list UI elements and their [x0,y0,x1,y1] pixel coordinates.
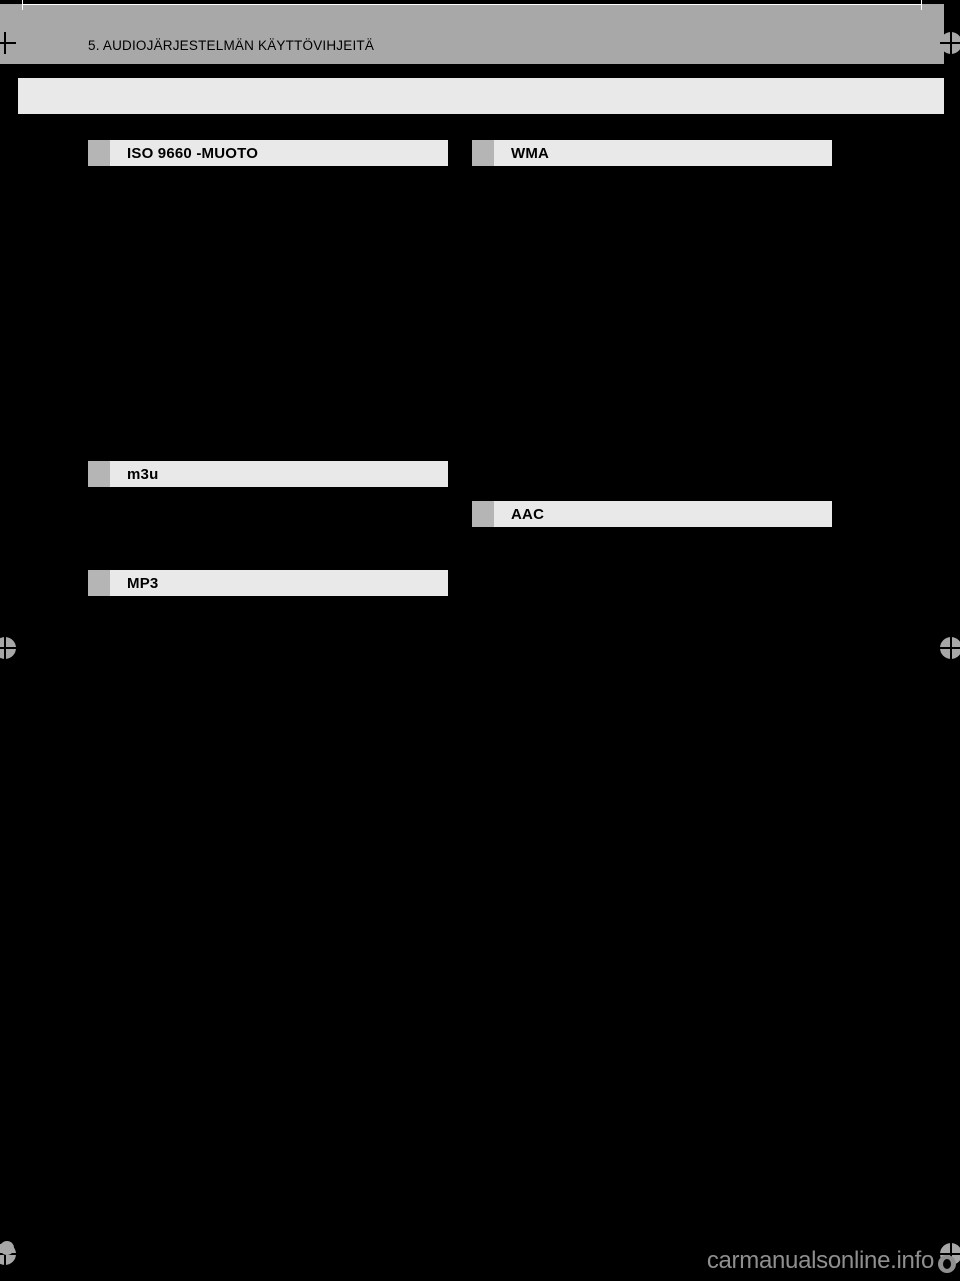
watermark-logo-icon [938,1255,956,1273]
section-body-mp3 [88,596,448,816]
section-marker-square-icon [88,570,110,596]
section-heading-aac: AAC [472,501,832,527]
section-marker-square-icon [472,501,494,527]
section-heading-m3u: m3u [88,461,448,487]
section-marker-square-icon [88,140,110,166]
subheader-band [18,78,944,114]
registration-mark-top-left-icon [0,32,16,54]
registration-mark-middle-left-icon [0,637,16,659]
watermark-text: carmanualsonline.info [706,1247,934,1274]
top-trim-hairline [22,4,922,5]
section-heading-wma: WMA [472,140,832,166]
section-body-aac [472,527,832,747]
section-heading-label: ISO 9660 -MUOTO [110,140,448,166]
registration-mark-top-right-icon [940,32,960,54]
section-heading-label: MP3 [110,570,448,596]
registration-mark-middle-right-icon [940,637,960,659]
section-body-wma [472,166,832,501]
content-column-right: WMA AAC [472,140,832,747]
section-heading-label: WMA [494,140,832,166]
crop-nick-left-icon [22,0,23,10]
crop-mark-bottom-left-icon [0,1241,14,1255]
chapter-title: 5. AUDIOJÄRJESTELMÄN KÄYTTÖVIHJEITÄ [88,38,375,53]
crop-nick-right-icon [921,0,922,10]
section-heading-label: AAC [494,501,832,527]
top-trim-bar [0,0,944,4]
section-marker-square-icon [472,140,494,166]
section-marker-square-icon [88,461,110,487]
section-body-iso9660 [88,166,448,461]
content-column-left: ISO 9660 -MUOTO m3u MP3 [88,140,448,816]
section-body-m3u [88,487,448,570]
section-heading-label: m3u [110,461,448,487]
section-heading-mp3: MP3 [88,570,448,596]
chapter-header-band [0,0,944,64]
section-heading-iso9660: ISO 9660 -MUOTO [88,140,448,166]
